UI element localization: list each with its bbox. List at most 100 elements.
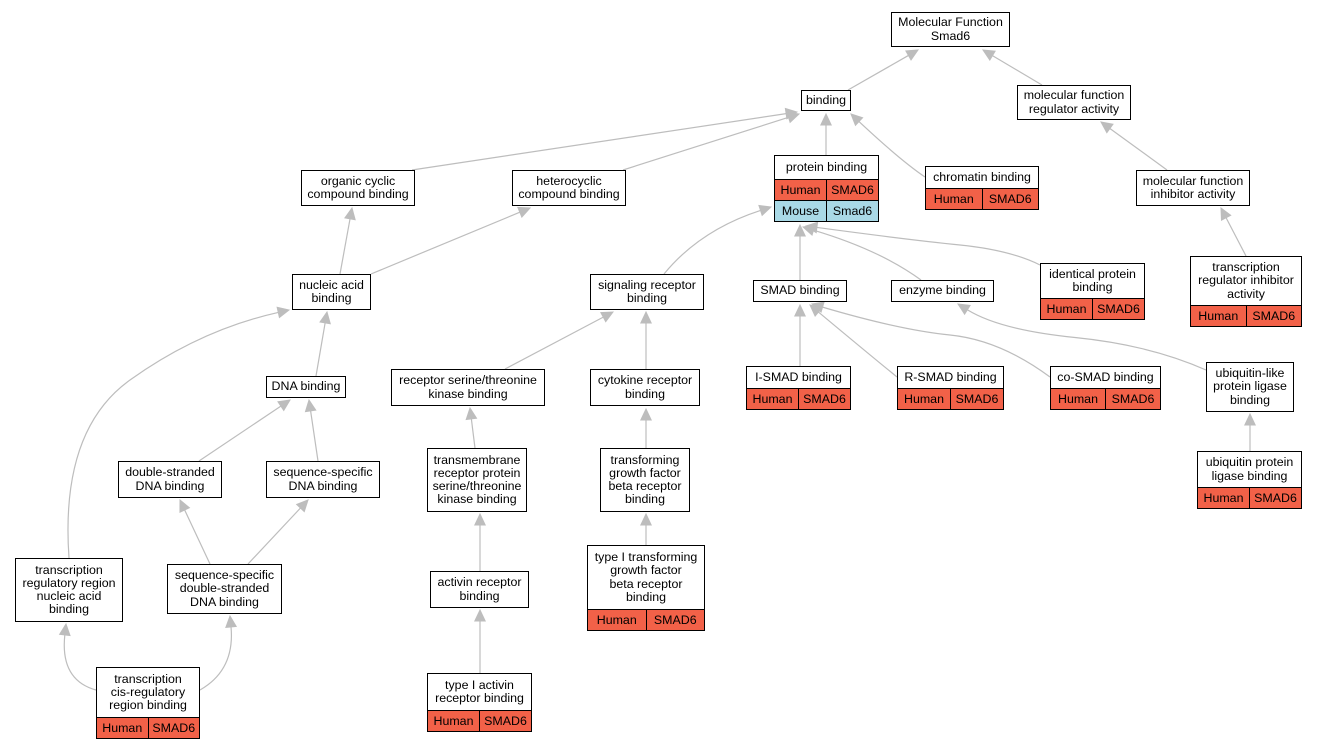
go-term-label: ubiquitin protein ligase binding	[1205, 455, 1294, 483]
edge-occb-to-binding	[411, 113, 787, 171]
go-term-label: organic cyclic compound binding	[307, 173, 409, 201]
edge-tcrrb-to-trrnab	[63, 634, 97, 691]
go-term-label: heterocyclic compound binding	[518, 173, 620, 201]
annotation-gene: SMAD6	[1105, 389, 1160, 409]
edge-dnab-to-nab	[315, 322, 326, 377]
edge-nab-to-occb	[339, 218, 351, 275]
go-term-label: transforming growth factor beta receptor…	[608, 452, 682, 507]
go-term-label: co-SMAD binding	[1057, 369, 1154, 384]
go-term-node-trrnab[interactable]: transcription regulatory region nucleic …	[15, 558, 123, 622]
go-term-label: transcription regulatory region nucleic …	[22, 562, 116, 617]
arrowhead-mfia-to-mfra	[1100, 121, 1114, 134]
go-term-label: Molecular Function Smad6	[898, 15, 1003, 43]
go-term-node-mfia[interactable]: molecular function inhibitor activity	[1136, 170, 1250, 206]
go-term-node-crb[interactable]: cytokine receptor binding	[590, 369, 700, 406]
go-term-label: activin receptor binding	[437, 575, 522, 603]
go-term-label: chromatin binding	[933, 169, 1031, 184]
arrowhead-ssdsdna-to-dsdna	[179, 498, 191, 513]
go-term-node-tgfbrb[interactable]: transforming growth factor beta receptor…	[600, 448, 690, 512]
edge-tria-to-mfia	[1225, 217, 1247, 257]
annotation-gene: SMAD6	[479, 711, 531, 731]
annotation-species: Human	[433, 714, 474, 728]
annotation-gene: SMAD6	[1092, 299, 1144, 319]
annotation-species: Human	[904, 392, 944, 406]
go-term-label: molecular function regulator activity	[1023, 88, 1125, 116]
go-term-label: molecular function inhibitor activity	[1142, 173, 1244, 201]
edge-binding-to-mf	[847, 54, 909, 91]
annotation-row-human: Human SMAD6	[926, 188, 1038, 209]
go-term-node-occb[interactable]: organic cyclic compound binding	[301, 170, 415, 206]
annotation-species: Human	[1203, 491, 1244, 505]
go-term-node-tmrp[interactable]: transmembrane receptor protein serine/th…	[427, 448, 527, 512]
annotation-species: Human	[596, 613, 637, 627]
go-term-label: R-SMAD binding	[904, 369, 997, 384]
go-term-node-dsdna[interactable]: double-stranded DNA binding	[118, 461, 222, 498]
annotation-species: Human	[933, 192, 974, 206]
edge-ssdna-to-dnab	[310, 410, 319, 462]
edge-tcrrb-to-ssdsdna	[199, 626, 233, 691]
annotation-gene: SMAD6	[981, 189, 1039, 209]
go-term-node-arb[interactable]: activin receptor binding	[430, 571, 529, 608]
go-term-node-mf[interactable]: Molecular Function Smad6	[891, 12, 1010, 47]
go-term-node-enzb[interactable]: enzyme binding	[891, 280, 994, 302]
go-term-node-binding[interactable]: binding	[801, 90, 851, 111]
go-term-label: identical protein binding	[1049, 266, 1136, 294]
arrowhead-dsdna-to-dnab	[277, 399, 291, 412]
annotation-species: Human	[1198, 309, 1239, 323]
arrowhead-uplb-to-ulplb	[1244, 412, 1256, 426]
go-term-label: cytokine receptor binding	[597, 373, 693, 401]
go-term-label: ubiquitin-like protein ligase binding	[1213, 366, 1287, 407]
arrowhead-tcrrb-to-trrnab	[58, 622, 71, 637]
edge-srb-to-pb	[663, 209, 761, 275]
arrowhead-tria-to-mfia	[1220, 206, 1232, 221]
go-term-node-smadb[interactable]: SMAD binding	[753, 280, 847, 302]
go-term-node-ssdna[interactable]: sequence-specific DNA binding	[266, 461, 380, 498]
edge-dsdna-to-dnab	[198, 405, 282, 462]
go-term-node-nab[interactable]: nucleic acid binding	[292, 274, 371, 310]
edge-ipb-to-pb	[816, 226, 1041, 266]
annotation-row-human: Human SMAD6	[898, 388, 1003, 409]
go-term-node-rstkb[interactable]: receptor serine/threonine kinase binding	[391, 369, 545, 406]
go-term-node-hcb[interactable]: heterocyclic compound binding	[512, 170, 626, 206]
go-term-node-srb[interactable]: signaling receptor binding	[590, 274, 704, 310]
annotation-species: Human	[780, 183, 821, 197]
go-term-node-tria[interactable]: transcription regulator inhibitor activi…	[1190, 256, 1302, 327]
arrowhead-nab-to-hcb	[517, 206, 532, 218]
arrowhead-ulplb-to-enzb	[957, 303, 971, 316]
go-term-node-dnab[interactable]: DNA binding	[266, 376, 346, 398]
arrowhead-srb-to-pb	[758, 204, 773, 217]
arrowhead-smadb-to-pb	[794, 223, 806, 237]
annotation-species: Human	[102, 721, 143, 735]
go-term-node-t1tgf[interactable]: type I transforming growth factor beta r…	[587, 545, 705, 631]
edge-hcb-to-binding	[622, 116, 789, 171]
annotation-gene: SMAD6	[147, 718, 200, 738]
go-term-node-tcrrb[interactable]: transcription cis-regulatory region bind…	[96, 667, 200, 739]
edge-cosmad-to-smadb	[822, 306, 1051, 378]
arrowhead-pb-to-binding	[820, 112, 832, 126]
go-term-node-mfra[interactable]: molecular function regulator activity	[1017, 85, 1131, 120]
edge-enzb-to-pb	[813, 229, 922, 281]
go-term-label: signaling receptor binding	[598, 277, 696, 305]
go-term-node-ssdsdna[interactable]: sequence-specific double-stranded DNA bi…	[167, 564, 282, 614]
edge-nab-to-hcb	[370, 211, 521, 275]
edge-rsmad-to-smadb	[818, 311, 898, 378]
go-term-label: nucleic acid binding	[299, 277, 364, 305]
go-term-node-ulplb[interactable]: ubiquitin-like protein ligase binding	[1206, 362, 1294, 412]
arrowhead-cosmad-to-smadb	[810, 301, 825, 314]
annotation-gene: SMAD6	[950, 389, 1003, 409]
annotation-row-human: Human SMAD6	[97, 717, 199, 738]
arrowhead-hcb-to-binding	[786, 111, 801, 124]
arrowhead-dnab-to-nab	[319, 310, 331, 325]
